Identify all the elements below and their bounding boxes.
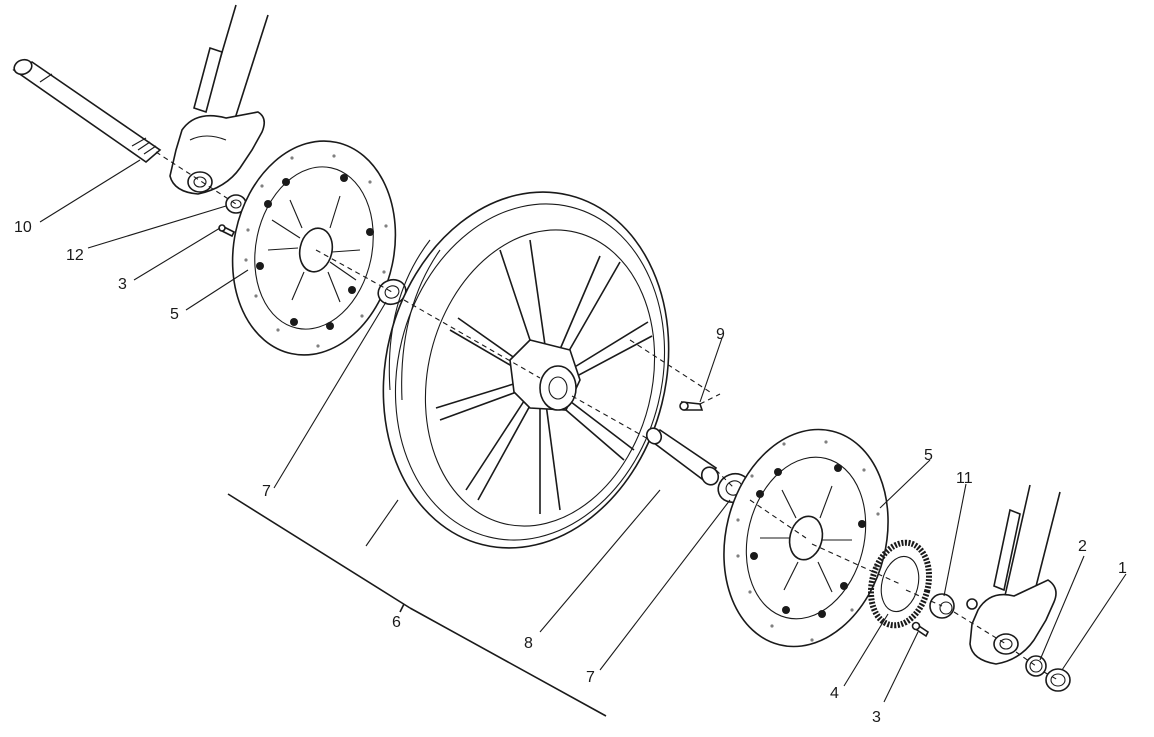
wheel-axle [12, 58, 162, 164]
axle-nut-1 [1045, 668, 1071, 692]
disc-screw-right [911, 621, 930, 638]
assembly-6-bracket [227, 493, 607, 717]
label-5a: 5 [170, 306, 179, 323]
label-2: 2 [1078, 538, 1087, 555]
label-10: 10 [14, 219, 32, 236]
left-fork-leg [169, 4, 269, 195]
wheel-hub [509, 339, 581, 411]
bearing-left [377, 278, 407, 306]
callout-leaders [39, 159, 1127, 703]
label-7b: 7 [586, 669, 595, 686]
label-7a: 7 [262, 483, 271, 500]
washer-2 [1025, 655, 1047, 677]
screw-9 [679, 401, 704, 411]
phonic-wheel [867, 539, 933, 629]
label-9: 9 [716, 326, 725, 343]
right-fork-leg [966, 484, 1061, 665]
label-3b: 3 [872, 709, 881, 726]
label-1: 1 [1118, 560, 1127, 577]
assembly-axis-lines [155, 151, 1059, 681]
label-5b: 5 [924, 447, 933, 464]
brake-disc-left [231, 140, 397, 356]
label-3a: 3 [118, 276, 127, 293]
label-4: 4 [830, 685, 839, 702]
disc-screw-left [218, 224, 236, 238]
callout-labels: 1 2 3 3 4 5 5 6 7 7 8 9 10 11 12 [14, 219, 1127, 726]
label-8: 8 [524, 635, 533, 652]
spacer-tube-8 [645, 427, 720, 486]
label-11: 11 [956, 470, 973, 487]
label-12: 12 [66, 247, 84, 264]
label-6: 6 [392, 614, 401, 631]
